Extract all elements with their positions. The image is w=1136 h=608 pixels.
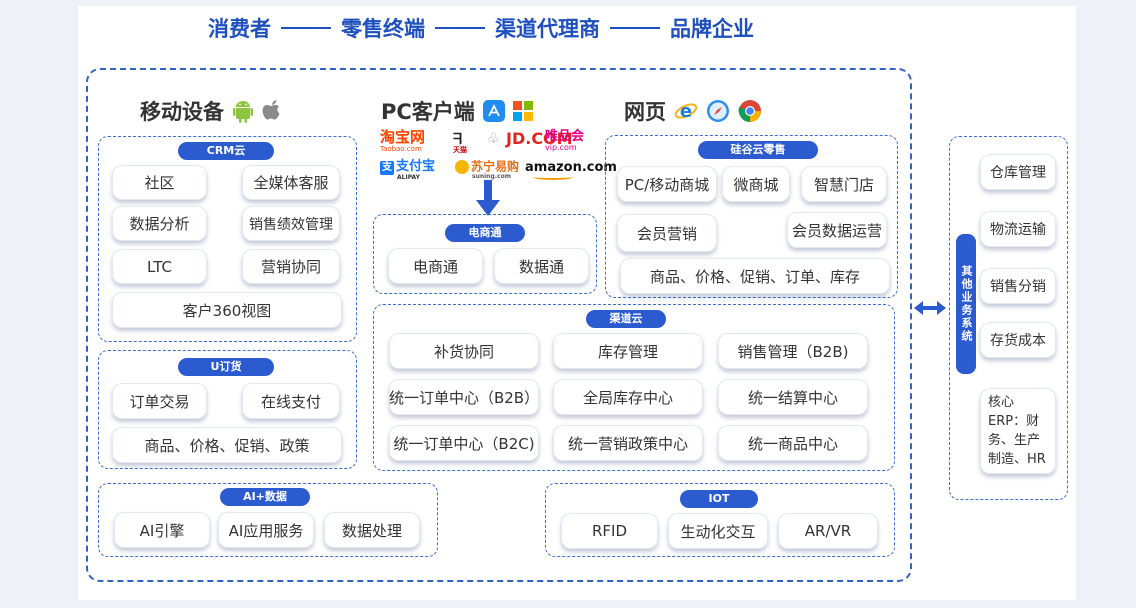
header-retail-terminal: 零售终端 xyxy=(341,17,425,41)
svg-text:e: e xyxy=(680,101,692,122)
retail-member-marketing-button[interactable]: 会员营销 xyxy=(617,214,717,252)
down-arrow-icon xyxy=(476,180,500,216)
crm-omnichannel-service-button[interactable]: 全媒体客服 xyxy=(242,165,340,200)
safari-icon xyxy=(707,100,729,122)
chrome-icon xyxy=(738,100,761,122)
crm-marketing-collab-button[interactable]: 营销协同 xyxy=(242,249,340,284)
crm-customer-360-button[interactable]: 客户360视图 xyxy=(112,292,342,328)
crm-ltc-button[interactable]: LTC xyxy=(112,249,207,284)
iot-interactive-display-button[interactable]: 生动化交互 xyxy=(668,513,768,549)
logistics-button[interactable]: 物流运输 xyxy=(980,211,1056,247)
amazon-logo: amazon.com xyxy=(525,161,617,180)
u-order-trade-button[interactable]: 订单交易 xyxy=(112,383,207,419)
sales-distribution-button[interactable]: 销售分销 xyxy=(980,268,1056,304)
connector-line xyxy=(610,27,660,29)
channel-cloud-panel xyxy=(373,304,895,471)
channel-global-inventory-button[interactable]: 全局库存中心 xyxy=(553,379,703,415)
channel-inventory-mgmt-button[interactable]: 库存管理 xyxy=(553,333,703,369)
other-systems-panel xyxy=(949,136,1068,500)
crm-data-analysis-button[interactable]: 数据分析 xyxy=(112,206,207,241)
cloud-retail-title: 硅谷云零售 xyxy=(698,141,818,159)
channel-marketing-policy-button[interactable]: 统一营销政策中心 xyxy=(553,425,703,461)
main-platform-frame xyxy=(86,68,912,582)
other-systems-label: 其他业务系统 xyxy=(956,234,976,374)
crm-cloud-title: CRM云 xyxy=(178,142,274,160)
data-link-button[interactable]: 数据通 xyxy=(494,248,589,284)
header-consumer: 消费者 xyxy=(208,17,271,41)
pc-client-heading: PC客户端 xyxy=(381,96,533,126)
ai-app-service-button[interactable]: AI应用服务 xyxy=(218,512,314,548)
app-store-icon xyxy=(482,100,505,122)
web-heading: 网页 e xyxy=(624,96,762,126)
retail-smart-store-button[interactable]: 智慧门店 xyxy=(801,166,887,202)
ecommerce-link-title: 电商通 xyxy=(445,224,525,242)
ie-icon: e xyxy=(674,101,698,122)
u-order-title: U订货 xyxy=(178,358,274,376)
connector-line xyxy=(435,27,485,29)
mobile-title: 移动设备 xyxy=(140,100,224,124)
ecommerce-link-button[interactable]: 电商通 xyxy=(388,248,483,284)
android-icon xyxy=(233,101,253,123)
channel-product-center-button[interactable]: 统一商品中心 xyxy=(718,425,868,461)
crm-sales-performance-button[interactable]: 销售绩效管理 xyxy=(242,206,340,241)
connector-line xyxy=(281,27,331,29)
web-title: 网页 xyxy=(624,100,666,124)
iot-rfid-button[interactable]: RFID xyxy=(561,513,658,549)
apple-icon xyxy=(262,100,280,120)
retail-member-data-ops-button[interactable]: 会员数据运营 xyxy=(787,212,887,248)
header-brand-enterprise: 品牌企业 xyxy=(670,17,754,41)
retail-wechat-mall-button[interactable]: 微商城 xyxy=(722,166,790,202)
header-chain: 消费者 零售终端 渠道代理商 品牌企业 xyxy=(208,10,754,46)
channel-order-center-b2c-button[interactable]: 统一订单中心（B2C) xyxy=(389,425,539,461)
double-arrow-icon xyxy=(914,301,946,315)
inventory-cost-button[interactable]: 存货成本 xyxy=(980,322,1056,358)
retail-goods-price-order-button[interactable]: 商品、价格、促销、订单、库存 xyxy=(620,258,890,294)
crm-cloud-panel xyxy=(98,136,357,342)
data-processing-button[interactable]: 数据处理 xyxy=(324,512,420,548)
cloud-retail-panel xyxy=(605,135,898,298)
u-order-panel xyxy=(98,350,357,469)
iot-title: IOT xyxy=(680,490,758,508)
tmall-cat-icon: ♧ xyxy=(487,131,500,147)
ecommerce-link-panel xyxy=(373,214,597,294)
iot-panel xyxy=(545,483,895,557)
channel-order-center-b2b-button[interactable]: 统一订单中心（B2B） xyxy=(389,379,539,415)
mobile-devices-heading: 移动设备 xyxy=(140,96,282,126)
u-order-online-pay-button[interactable]: 在线支付 xyxy=(242,383,340,419)
channel-cloud-title: 渠道云 xyxy=(586,310,666,328)
pc-title: PC客户端 xyxy=(381,100,475,124)
ai-engine-button[interactable]: AI引擎 xyxy=(114,512,210,548)
ai-data-panel xyxy=(98,483,438,557)
core-erp-button[interactable]: 核心ERP：财务、生产制造、HR xyxy=(980,388,1056,474)
channel-settlement-center-button[interactable]: 统一结算中心 xyxy=(718,379,868,415)
channel-sales-mgmt-button[interactable]: 销售管理（B2B) xyxy=(718,333,868,369)
ai-data-title: AI+数据 xyxy=(220,488,310,506)
u-order-goods-price-button[interactable]: 商品、价格、促销、政策 xyxy=(112,427,342,463)
channel-replenish-button[interactable]: 补货协同 xyxy=(389,333,539,369)
iot-ar-vr-button[interactable]: AR/VR xyxy=(778,513,878,549)
windows-icon xyxy=(512,101,533,121)
header-channel-agent: 渠道代理商 xyxy=(495,17,600,41)
crm-community-button[interactable]: 社区 xyxy=(112,165,207,200)
retail-pc-mobile-mall-button[interactable]: PC/移动商城 xyxy=(617,166,717,202)
jd-logo: JD.COM xyxy=(506,129,573,148)
warehouse-mgmt-button[interactable]: 仓库管理 xyxy=(980,154,1056,190)
